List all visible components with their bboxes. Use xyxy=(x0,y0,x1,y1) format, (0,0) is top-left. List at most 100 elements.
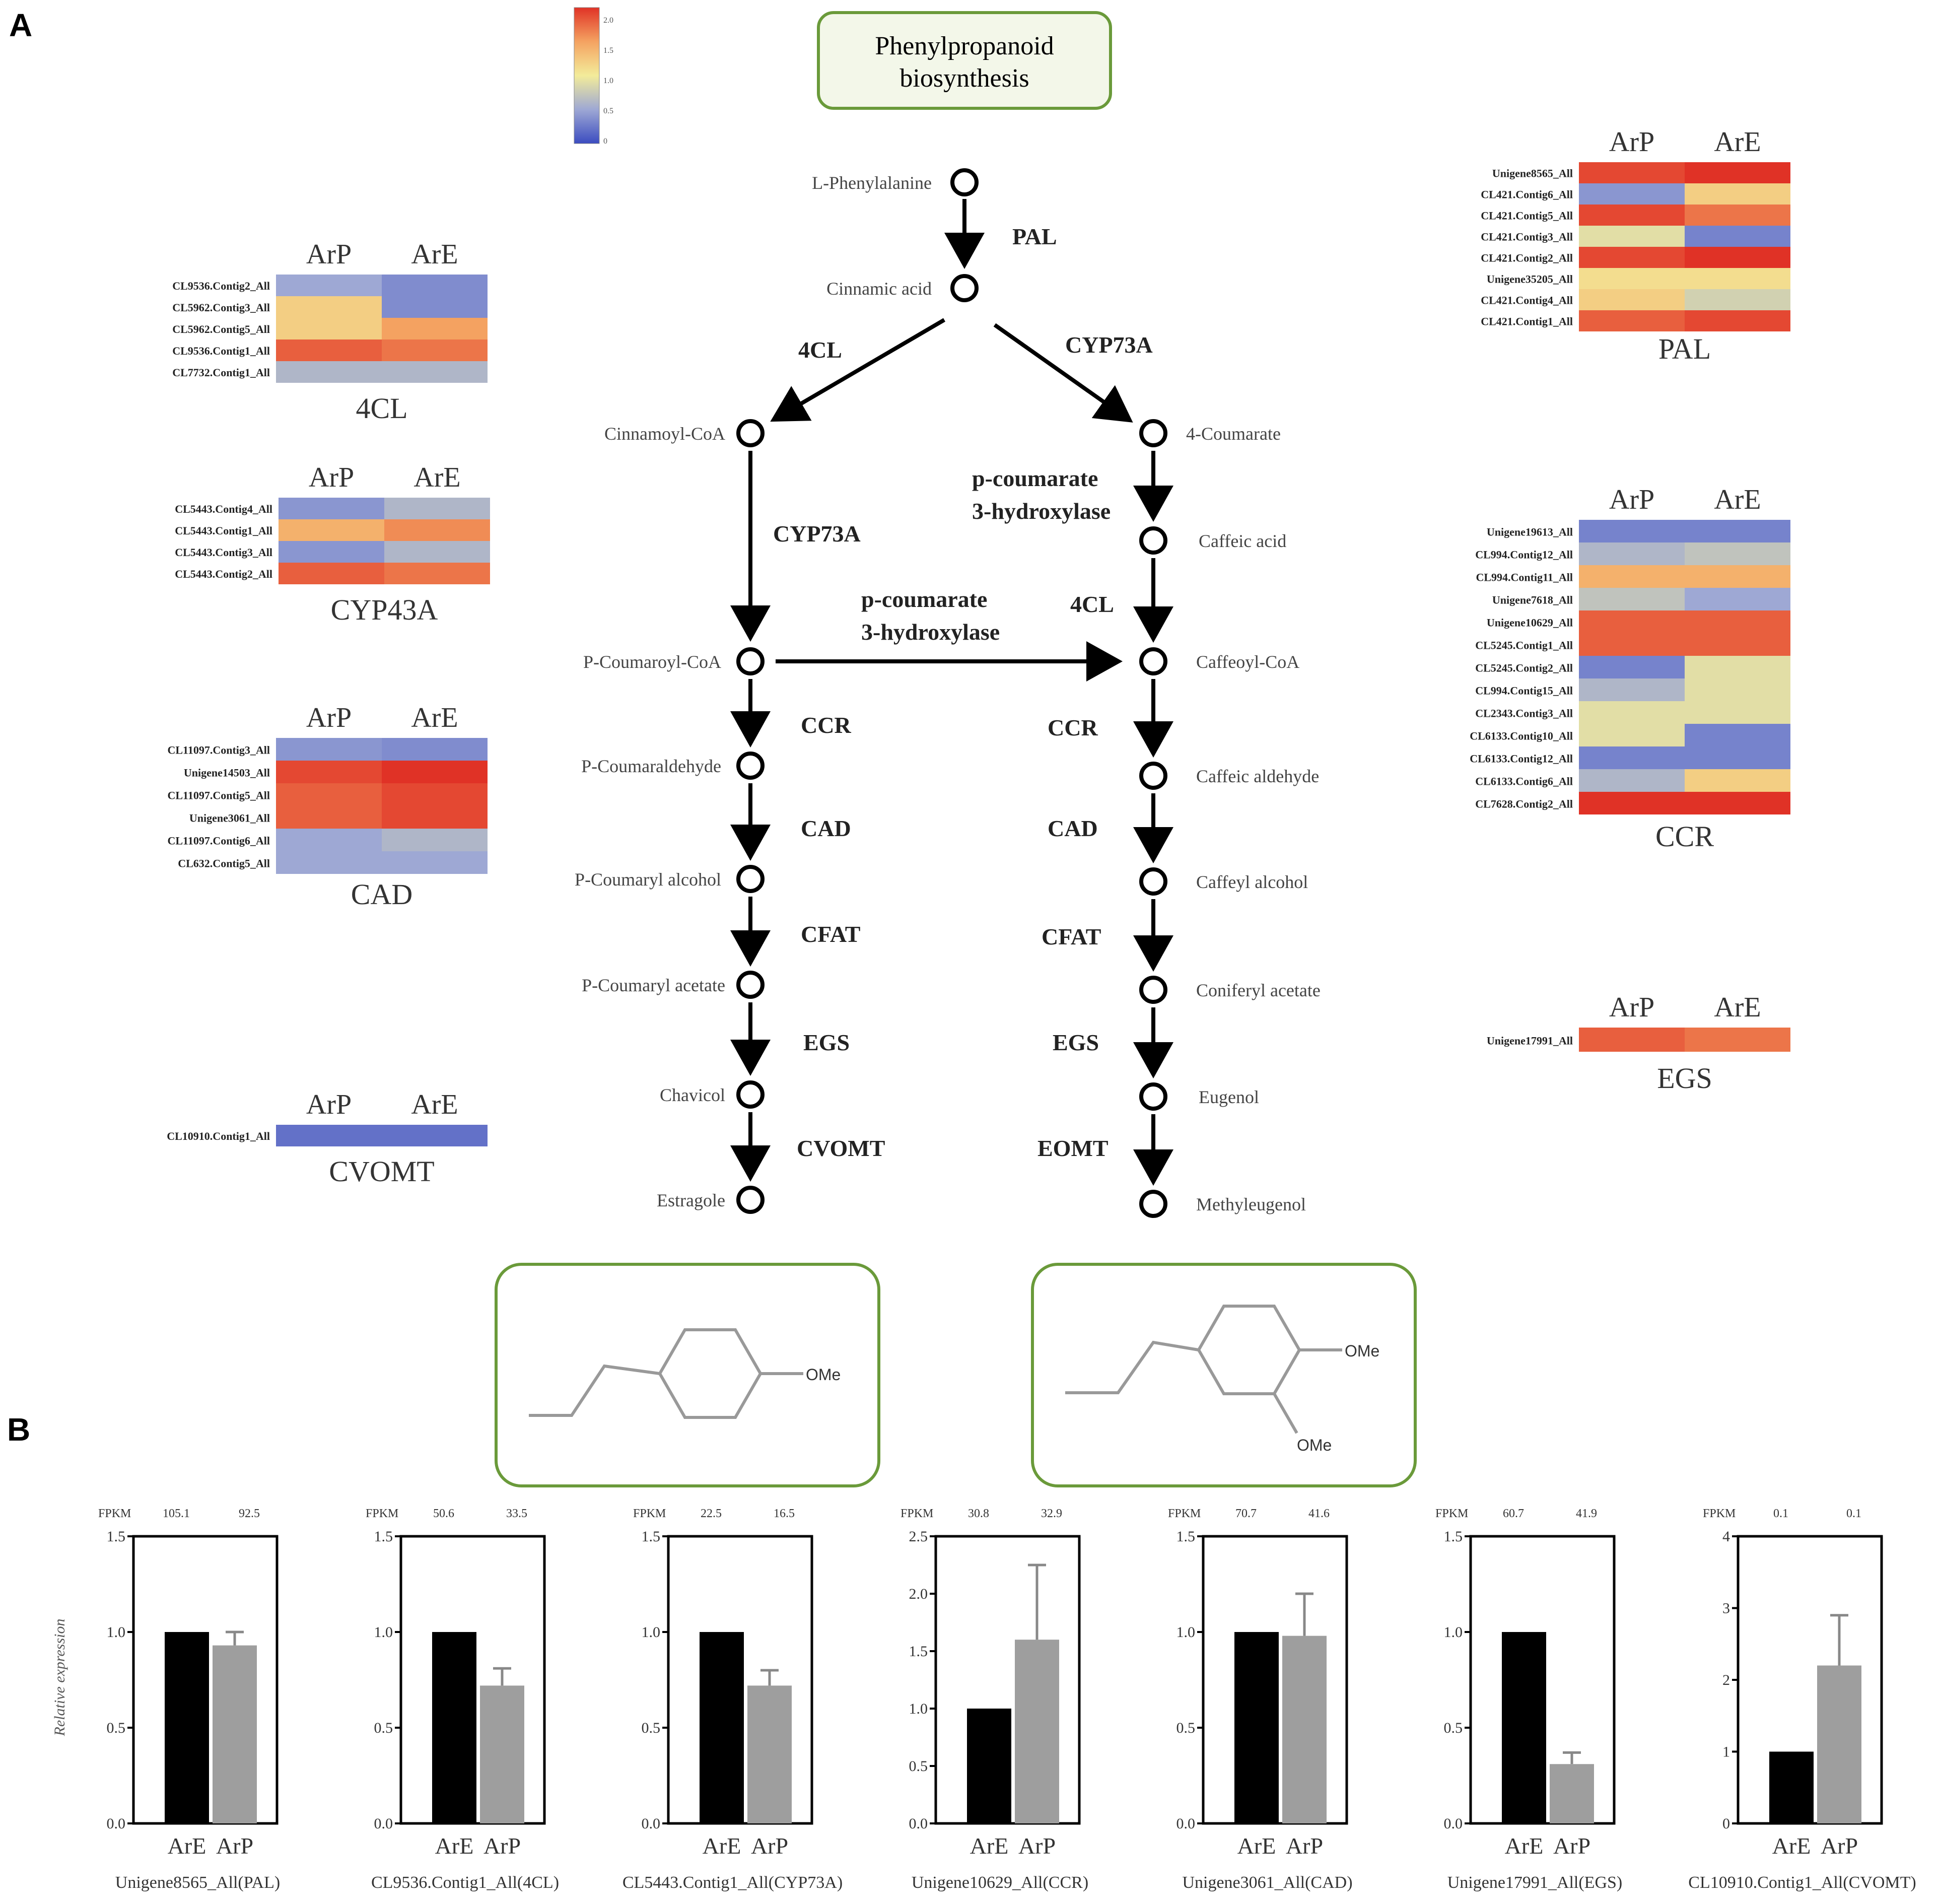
heatmap-cell xyxy=(382,296,488,318)
heatmap-cell xyxy=(1685,633,1790,656)
heatmap-row-label: CL11097.Contig6_All xyxy=(167,835,270,847)
heatmap-row-label: Unigene3061_All xyxy=(189,812,270,825)
heatmap-cell xyxy=(276,738,382,761)
node-caffeyl-alcohol xyxy=(1139,867,1167,896)
metabolite-label: Cinnamic acid xyxy=(826,279,932,299)
enzyme-egs-right: EGS xyxy=(1053,1030,1099,1055)
heatmap-cell xyxy=(1685,701,1790,724)
y-tick-label: 4 xyxy=(1722,1528,1730,1545)
structure-methyleugenol: OMe OMe xyxy=(1031,1263,1417,1487)
ome-label: OMe xyxy=(1345,1342,1379,1360)
structure-box-right xyxy=(1031,1263,1417,1487)
node-p-coumaryl-acetate xyxy=(736,971,765,999)
heatmap-title: CVOMT xyxy=(329,1155,434,1188)
heatmap-cell xyxy=(1579,520,1685,542)
heatmap-cell xyxy=(276,361,382,383)
heatmap-row-label: CL5962.Contig3_All xyxy=(172,301,270,314)
chart-xlabel: CL5443.Contig1_All(CYP73A) xyxy=(622,1873,843,1892)
y-tick-label: 2 xyxy=(1722,1672,1730,1688)
heatmap-cell xyxy=(382,738,488,761)
bar-arp xyxy=(1282,1636,1327,1823)
title-line-2: biosynthesis xyxy=(899,64,1029,93)
heatmap-cell xyxy=(382,783,488,806)
fpkm-label: FPKM xyxy=(1435,1507,1468,1520)
heatmap-cell xyxy=(279,519,384,541)
ome-label: OMe xyxy=(806,1366,841,1384)
pathway: L-Phenylalanine Cinnamic acid Cinnamoyl-… xyxy=(575,168,1321,1218)
metabolite-label: 4-Coumarate xyxy=(1186,424,1281,444)
chart-xlabel: Unigene3061_All(CAD) xyxy=(1182,1873,1352,1892)
heatmap-cell xyxy=(382,761,488,783)
enzyme-cad-right: CAD xyxy=(1048,815,1098,841)
arrow-cyp73a-top xyxy=(993,323,1133,423)
heatmap-row-label: CL6133.Contig10_All xyxy=(1470,730,1573,742)
title-line-1: Phenylpropanoid xyxy=(875,32,1054,60)
heatmap-cell xyxy=(1685,268,1790,289)
heatmap-row-label: CL11097.Contig3_All xyxy=(167,744,270,757)
enzyme-cyp73a-top: CYP73A xyxy=(1065,332,1153,358)
bar-arp xyxy=(747,1685,792,1823)
heatmap-cell xyxy=(382,1125,488,1146)
heatmap-cell xyxy=(382,851,488,874)
heatmap-row-label: CL5443.Contig3_All xyxy=(175,546,272,559)
heatmap-title: PAL xyxy=(1658,332,1711,365)
heatmap-column-label: ArP xyxy=(1609,484,1654,515)
heatmap-cell xyxy=(1579,310,1685,331)
heatmap-column-label: ArP xyxy=(306,1089,352,1120)
y-tick-label: 0.5 xyxy=(374,1720,393,1736)
heatmap-cell xyxy=(1579,183,1685,205)
heatmap-cell xyxy=(1579,656,1685,678)
enzyme-p3h-right-2: 3-hydroxylase xyxy=(972,498,1111,524)
heatmap-cell xyxy=(384,519,490,541)
heatmap-cell xyxy=(279,498,384,519)
x-category-label: ArE xyxy=(703,1833,741,1859)
bar-are xyxy=(165,1632,209,1823)
fpkm-value: 0.1 xyxy=(1846,1507,1861,1520)
heatmap-column-label: ArP xyxy=(306,702,352,733)
methoxy-bond xyxy=(1273,1393,1298,1434)
heatmap-column-label: ArE xyxy=(1714,992,1761,1023)
x-category-label: ArP xyxy=(1018,1833,1056,1859)
metabolite-label: Eugenol xyxy=(1199,1087,1259,1107)
heatmap-row-label: Unigene17991_All xyxy=(1487,1035,1573,1047)
heatmap-cell xyxy=(1685,226,1790,247)
y-tick-label: 2.5 xyxy=(909,1528,928,1545)
heatmap-row-label: CL10910.Contig1_All xyxy=(167,1130,270,1142)
title-box xyxy=(817,11,1112,110)
methyleugenol-structure xyxy=(1065,1305,1342,1434)
heatmap-cell xyxy=(1685,610,1790,633)
bar-are xyxy=(700,1632,744,1823)
heatmap-cell xyxy=(384,498,490,519)
fpkm-value: 70.7 xyxy=(1235,1507,1257,1520)
metabolite-label: Caffeoyl-CoA xyxy=(1196,652,1299,672)
fpkm-label: FPKM xyxy=(633,1507,666,1520)
heatmap-cell xyxy=(1579,701,1685,724)
heatmap-cell xyxy=(1579,633,1685,656)
colorbar-ticks: 2.0 1.5 1.0 0.5 0 xyxy=(603,16,613,146)
enzyme-pal: PAL xyxy=(1012,224,1057,249)
colorbar-tick: 0 xyxy=(603,137,607,146)
heatmap-row-label: CL421.Contig2_All xyxy=(1481,251,1573,264)
heatmap-row-label: CL421.Contig5_All xyxy=(1481,209,1573,222)
y-tick-label: 0.5 xyxy=(909,1758,928,1775)
y-tick-label: 1.5 xyxy=(1444,1528,1463,1545)
node-estragole xyxy=(736,1186,765,1214)
chart-xlabel: CL9536.Contig1_All(4CL) xyxy=(371,1873,559,1892)
y-tick-label: 1 xyxy=(1722,1744,1730,1760)
node-caffeic-aldehyde xyxy=(1139,762,1167,790)
bar-are xyxy=(1502,1632,1546,1823)
metabolite-label: Caffeic acid xyxy=(1199,531,1286,551)
heatmap-row-label: CL9536.Contig1_All xyxy=(172,345,270,357)
heatmap-row-label: CL5245.Contig1_All xyxy=(1475,639,1573,652)
heatmap-column-label: ArP xyxy=(1609,126,1654,158)
heatmap-column-label: ArE xyxy=(411,239,458,270)
heatmap-column-label: ArE xyxy=(1714,126,1761,158)
heatmap-column-label: ArP xyxy=(306,239,352,270)
heatmap-cell xyxy=(1685,520,1790,542)
heatmap-cell xyxy=(1685,162,1790,183)
colorbar-tick: 1.0 xyxy=(603,77,613,85)
